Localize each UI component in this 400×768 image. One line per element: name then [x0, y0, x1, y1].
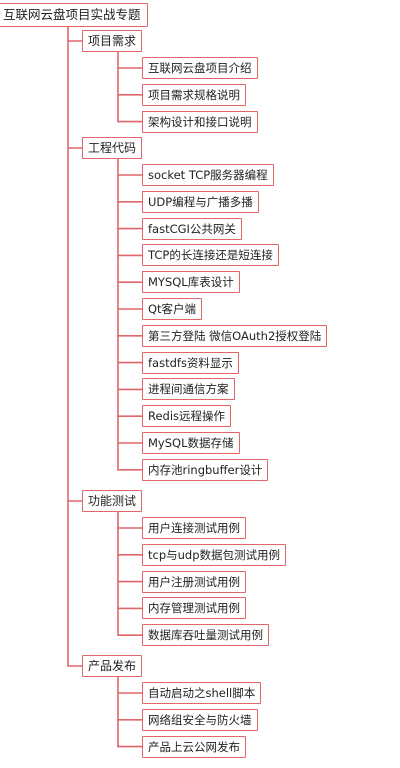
- leaf-node[interactable]: 架构设计和接口说明: [142, 110, 258, 133]
- leaf-node[interactable]: 自动启动之shell脚本: [142, 682, 262, 704]
- leaf-node[interactable]: 网络组安全与防火墙: [142, 708, 258, 731]
- leaf-node[interactable]: MYSQL库表设计: [142, 271, 240, 294]
- category-node[interactable]: 工程代码: [82, 137, 143, 159]
- leaf-node[interactable]: MySQL数据存储: [142, 432, 240, 454]
- leaf-node[interactable]: Redis远程操作: [142, 405, 232, 428]
- leaf-node[interactable]: TCP的长连接还是短连接: [142, 244, 279, 267]
- leaf-node[interactable]: 用户注册测试用例: [142, 570, 246, 593]
- category-node[interactable]: 产品发布: [82, 655, 143, 677]
- leaf-node[interactable]: 互联网云盘项目介绍: [142, 57, 258, 79]
- category-node[interactable]: 功能测试: [82, 490, 143, 512]
- leaf-node[interactable]: 项目需求规格说明: [142, 83, 246, 106]
- leaf-node[interactable]: 用户连接测试用例: [142, 517, 246, 539]
- leaf-node[interactable]: 第三方登陆 微信OAuth2授权登陆: [142, 324, 328, 347]
- leaf-node[interactable]: 内存池ringbuffer设计: [142, 458, 269, 481]
- leaf-node[interactable]: 进程间通信方案: [142, 378, 235, 401]
- leaf-node[interactable]: socket TCP服务器编程: [142, 164, 274, 186]
- leaf-node[interactable]: 数据库吞吐量测试用例: [142, 624, 269, 647]
- leaf-node[interactable]: 内存管理测试用例: [142, 597, 246, 620]
- leaf-node[interactable]: fastdfs资料显示: [142, 351, 239, 374]
- category-node[interactable]: 项目需求: [82, 30, 143, 52]
- leaf-node[interactable]: UDP编程与广播多播: [142, 190, 259, 213]
- leaf-node[interactable]: tcp与udp数据包测试用例: [142, 543, 287, 566]
- leaf-node[interactable]: Qt客户端: [142, 298, 203, 320]
- root-node[interactable]: 互联网云盘项目实战专题: [0, 3, 148, 27]
- leaf-node[interactable]: 产品上云公网发布: [142, 735, 246, 758]
- leaf-node[interactable]: fastCGI公共网关: [142, 217, 242, 240]
